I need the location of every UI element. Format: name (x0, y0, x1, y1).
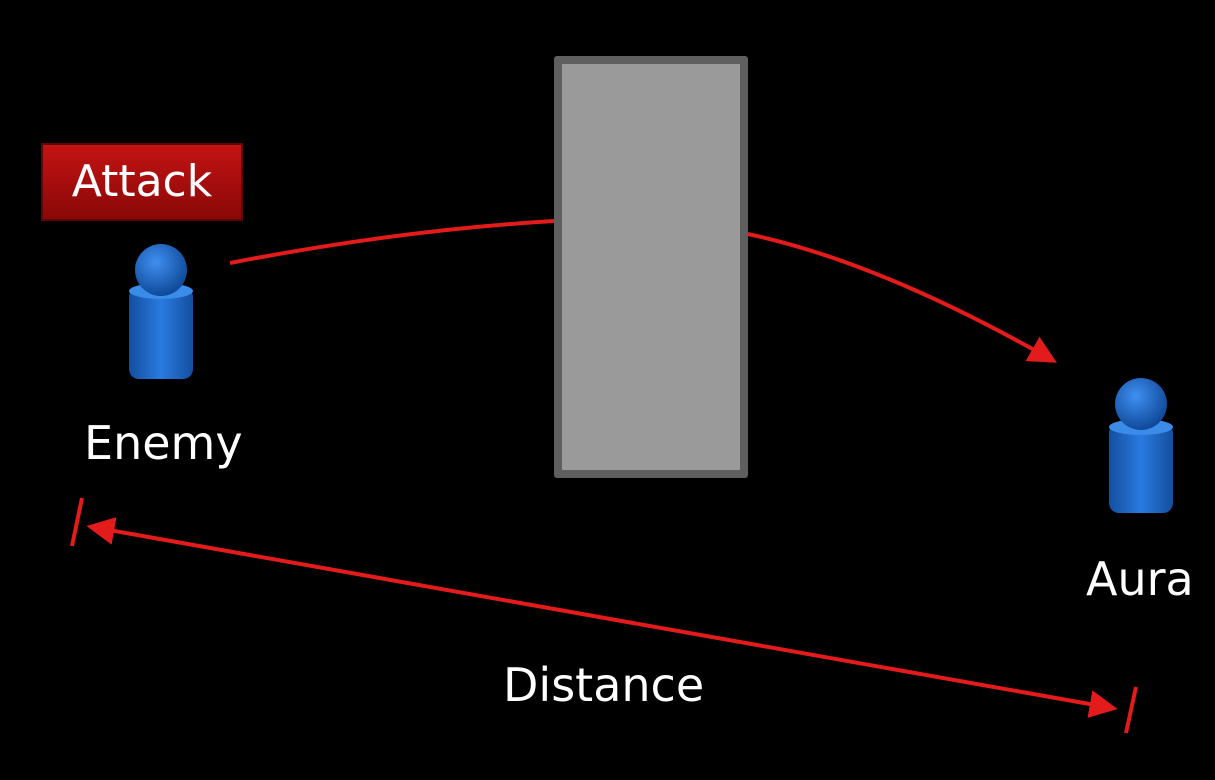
enemy-label: Enemy (84, 416, 243, 470)
attack-path-right (747, 232, 1057, 363)
aura-label: Aura (1086, 552, 1194, 606)
distance-arrow (86, 517, 1118, 718)
attack-path-left (229, 219, 555, 265)
distance-tick-left (70, 497, 84, 547)
obstacle-wall (554, 56, 748, 478)
enemy-figure-icon (129, 244, 193, 379)
distance-label: Distance (503, 658, 705, 712)
attack-badge: Attack (41, 143, 243, 221)
distance-tick-right (1124, 686, 1138, 734)
aura-figure-icon (1109, 378, 1173, 513)
